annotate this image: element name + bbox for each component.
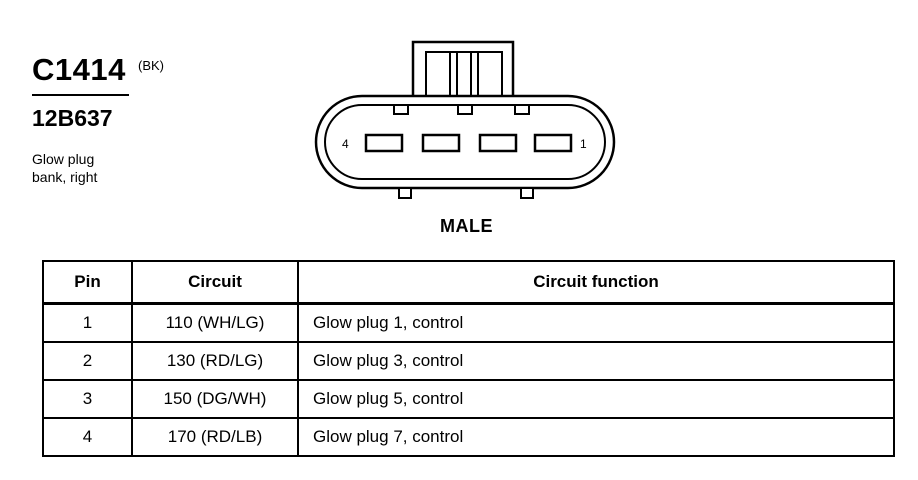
pin-cavity-3 (421, 133, 461, 153)
table-row: 1 110 (WH/LG) Glow plug 1, control (44, 305, 893, 343)
table-row: 2 130 (RD/LG) Glow plug 3, control (44, 343, 893, 381)
pin-label-left: 4 (342, 137, 349, 151)
pin-cavity-2 (478, 133, 518, 153)
cell-circuit: 170 (RD/LB) (133, 419, 299, 455)
header-pin: Pin (44, 262, 133, 305)
title-divider (32, 94, 129, 96)
header-circuit-function: Circuit function (299, 262, 893, 305)
pin-label-right: 1 (580, 137, 587, 151)
cell-circuit-function: Glow plug 1, control (299, 305, 893, 343)
description-line-2: bank, right (32, 169, 98, 185)
cell-circuit: 150 (DG/WH) (133, 381, 299, 419)
cell-circuit: 110 (WH/LG) (133, 305, 299, 343)
connector-id: C1414 (32, 52, 126, 87)
cell-pin: 2 (44, 343, 133, 381)
top-key (393, 104, 409, 115)
cell-circuit-function: Glow plug 5, control (299, 381, 893, 419)
top-key (457, 104, 473, 115)
top-key (514, 104, 530, 115)
table-row: 4 170 (RD/LB) Glow plug 7, control (44, 419, 893, 455)
cell-circuit-function: Glow plug 7, control (313, 427, 464, 446)
pin-cavity-1 (533, 133, 573, 153)
color-code: (BK) (138, 58, 164, 73)
table-header-row: Pin Circuit Circuit function (44, 262, 893, 305)
cell-pin: 4 (44, 419, 133, 455)
description-line-1: Glow plug (32, 151, 95, 167)
cell-circuit: 130 (RD/LG) (133, 343, 299, 381)
connector-body (314, 94, 616, 190)
connector-gender-label: MALE (440, 216, 493, 236)
bottom-key (520, 187, 534, 199)
header-circuit: Circuit (133, 262, 299, 305)
connector-diagram: 4 1 (314, 40, 616, 199)
cell-pin: 3 (44, 381, 133, 419)
table-row: 3 150 (DG/WH) Glow plug 5, control (44, 381, 893, 419)
part-number: 12B637 (32, 105, 113, 131)
pinout-table: Pin Circuit Circuit function 1 110 (WH/L… (42, 260, 895, 457)
connector-description: Glow plug bank, right (32, 150, 152, 186)
bottom-key (398, 187, 412, 199)
pin-cavity-4 (364, 133, 404, 153)
locking-tab-inner (425, 51, 503, 98)
cell-circuit-function: Glow plug 3, control (299, 343, 893, 381)
cell-pin: 1 (44, 305, 133, 343)
